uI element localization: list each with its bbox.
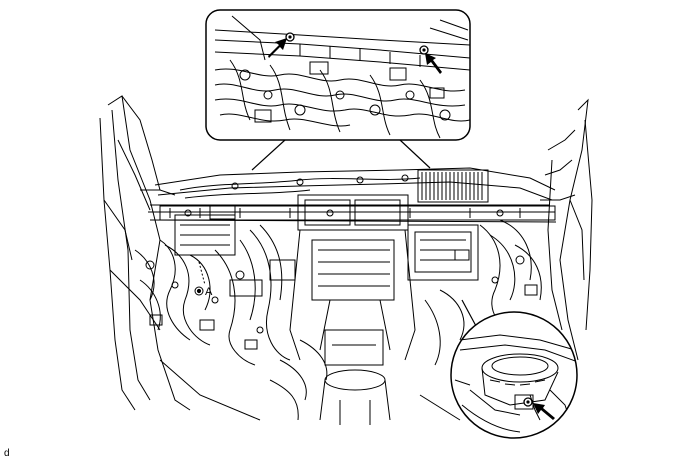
- circle-arrow-icon: [533, 403, 555, 420]
- right-pillar: [540, 98, 593, 361]
- left-wiring-harness: [134, 204, 296, 366]
- top-callout-leader: [251, 139, 431, 171]
- main-dashboard-view: [99, 95, 593, 425]
- center-console: [289, 194, 416, 425]
- figure-code: d: [4, 448, 10, 459]
- upper-harness: [179, 174, 421, 199]
- hvac-unit: [407, 169, 489, 281]
- top-detail-callout: [205, 9, 471, 141]
- top-arrow-left-icon: [268, 38, 287, 58]
- fastener-a: [194, 261, 206, 296]
- floor-lines: [159, 339, 461, 421]
- top-arrow-right-icon: [425, 53, 442, 74]
- circle-bolt: [523, 397, 533, 407]
- circle-detail-callout: [450, 311, 578, 439]
- top-bolt-left: [285, 32, 295, 42]
- cross-beam: [159, 205, 556, 221]
- circle-callout-leader: [461, 299, 477, 327]
- fastener-label-a: A: [205, 286, 213, 298]
- top-bolt-right: [419, 45, 429, 55]
